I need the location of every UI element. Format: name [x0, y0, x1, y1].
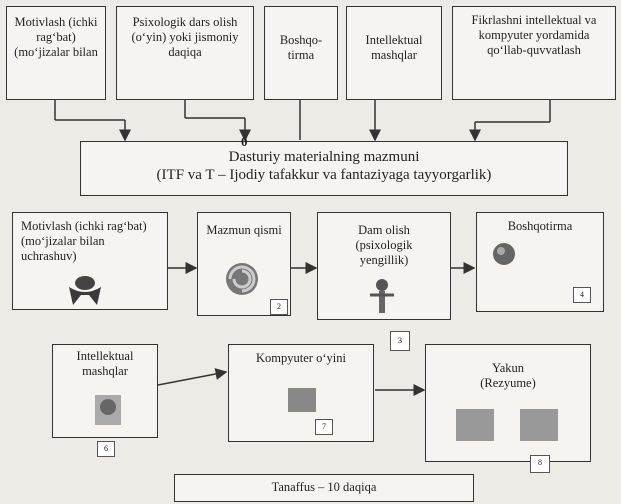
- center-box-marker: 0: [241, 134, 248, 149]
- center-box-subtitle: (ITF va T – Ijodiy tafakkur va fantaziya…: [156, 167, 492, 183]
- top-box-puzzle: Boshqo-tirma: [264, 6, 338, 100]
- row3-box-intellectual-label: Intellektual mashqlar: [76, 349, 134, 378]
- puzzle-icon: [493, 243, 515, 265]
- brain-icon: [95, 395, 121, 425]
- picture-icon: [456, 409, 558, 441]
- row3-box-computer-game: Kompyuter o‘yini 7: [228, 344, 374, 442]
- top-box-intellectual: Intellektual mashqlar: [346, 6, 442, 100]
- center-box-title: Dasturiy materialning mazmuni: [228, 149, 420, 165]
- swirl-icon: [226, 263, 258, 295]
- row2-box-content-number: 2: [270, 299, 288, 315]
- center-box-program-content: Dasturiy materialning mazmuni (ITF va T …: [80, 134, 568, 196]
- row3-box-summary-label: Yakun (Rezyume): [480, 361, 536, 390]
- top-box-psychological-label: Psixologik dars olish (o‘yin) yoki jismo…: [131, 15, 239, 59]
- row3-box-computer-game-label: Kompyuter o‘yini: [256, 351, 346, 365]
- top-box-psychological: Psixologik dars olish (o‘yin) yoki jismo…: [116, 6, 254, 100]
- row3-box-intellectual-number: 6: [97, 441, 115, 457]
- row2-box-content: Mazmun qismi 2: [197, 212, 291, 316]
- person-icon: [370, 279, 394, 313]
- break-box: Tanaffus – 10 daqiqa: [174, 474, 474, 502]
- row2-box-content-label: Mazmun qismi: [206, 223, 282, 237]
- row3-box-computer-game-number: 7: [315, 419, 333, 435]
- top-box-intellectual-label: Intellektual mashqlar: [365, 33, 423, 62]
- top-box-motivation-label: Motivlash (ichki rag‘bat) (mo‘jizalar bi…: [14, 15, 98, 59]
- row3-box-intellectual: Intellektual mashqlar 6: [52, 344, 158, 457]
- row2-box-motivation-label: Motivlash (ichki rag‘bat) (mo‘jizalar bi…: [21, 219, 147, 263]
- top-box-computer-support-label: Fikrlashni intellektual va kompyuter yor…: [471, 13, 597, 57]
- row2-box-puzzle-number: 4: [573, 287, 591, 303]
- row2-box-puzzle-label: Boshqotirma: [507, 219, 573, 233]
- row2-box-puzzle: Boshqotirma 4: [476, 212, 604, 312]
- top-box-computer-support: Fikrlashni intellektual va kompyuter yor…: [452, 6, 616, 100]
- row3-box-summary: Yakun (Rezyume) 8: [425, 344, 591, 473]
- top-box-motivation: Motivlash (ichki rag‘bat) (mo‘jizalar bi…: [6, 6, 106, 100]
- break-box-label: Tanaffus – 10 daqiqa: [271, 480, 377, 494]
- row3-box-summary-number: 8: [530, 455, 550, 473]
- top-box-puzzle-label: Boshqo-tirma: [279, 33, 323, 62]
- computer-screen-icon: [288, 388, 316, 412]
- row2-box-rest-number: 3: [390, 331, 410, 351]
- row2-box-rest-label: Dam olish (psixologik yengillik): [355, 223, 413, 267]
- row2-box-rest: Dam olish (psixologik yengillik) 3: [317, 212, 451, 351]
- row2-box-motivation: Motivlash (ichki rag‘bat) (mo‘jizalar bi…: [12, 212, 168, 310]
- figure-icon: [69, 276, 101, 305]
